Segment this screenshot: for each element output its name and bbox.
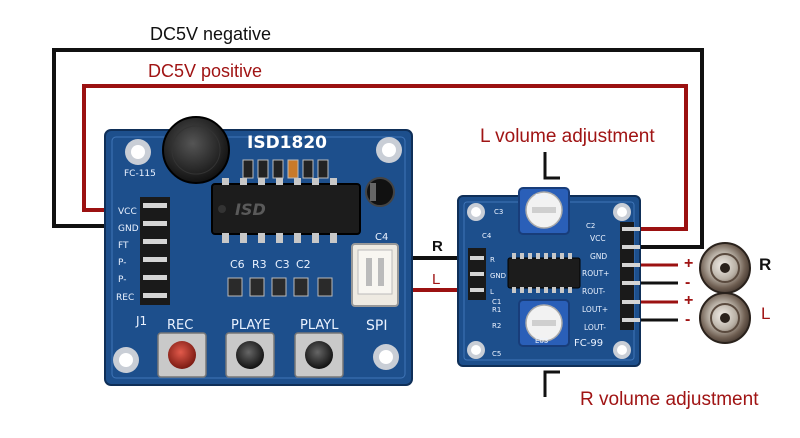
speaker-l-label: L (761, 304, 770, 323)
comp-c4: C4 (375, 232, 388, 243)
mounting-hole-icon (125, 139, 151, 165)
microphone-icon (162, 116, 230, 184)
amp-ref-c2: C2 (586, 222, 595, 230)
isd-pin-gnd: GND (118, 224, 139, 234)
amp-pin-lout-plus: LOUT+ (582, 305, 608, 314)
speaker-connector (351, 243, 399, 307)
comp-c2: C2 (296, 258, 311, 271)
amp-ref-c4: C4 (482, 232, 492, 240)
isd-pin-ft: FT (118, 241, 129, 251)
l-volume-pointer (543, 152, 560, 180)
isd-pin-p1: P- (118, 258, 126, 268)
comp-c6: C6 (230, 258, 245, 271)
amp-pin-rout-minus: ROUT- (582, 287, 605, 296)
amp-in-gnd: GND (490, 272, 506, 280)
rec-button[interactable] (157, 332, 207, 378)
isd-pin-p2: P- (118, 275, 126, 285)
positive-wire (82, 84, 688, 231)
isd-pin-vcc: VCC (118, 207, 137, 217)
speaker-r-icon (699, 242, 751, 294)
mounting-hole-icon (467, 203, 485, 221)
amp-in-l: L (490, 288, 494, 296)
isd-chip-marking: ISD (235, 200, 266, 219)
isd-spi-label: SPI (366, 318, 387, 334)
amp-ref-c3: C3 (494, 208, 503, 216)
amp-pin-lout-minus: LOUT- (584, 323, 606, 332)
mounting-hole-icon (613, 341, 631, 359)
chip-pins (222, 178, 337, 243)
isd-chip: ISD (211, 183, 361, 235)
playe-button[interactable] (225, 332, 275, 378)
r-pot-label: E03 (535, 337, 548, 345)
isd-pin-rec: REC (116, 293, 134, 303)
amp-ref-c5: C5 (492, 350, 501, 358)
r-volume-potentiometer[interactable] (518, 299, 570, 347)
mounting-hole-icon (376, 137, 402, 163)
r-volume-label: R volume adjustment (580, 389, 759, 410)
amp-input-header (468, 248, 486, 300)
mounting-hole-icon (467, 341, 485, 359)
amp-pin-rout-plus: ROUT+ (582, 269, 609, 278)
lout-minus-sign: - (685, 311, 690, 328)
smd-row (227, 277, 333, 297)
amp-ref-r2: R2 (492, 322, 501, 330)
l-volume-label: L volume adjustment (480, 126, 655, 147)
playl-button[interactable] (294, 332, 344, 378)
isd1820-board: ISD1820 FC-115 ISD (104, 116, 413, 386)
amp-ref-c1: C1 (492, 298, 501, 306)
amp-in-r: R (490, 256, 495, 264)
isd-model: FC-115 (124, 169, 156, 179)
comp-r3: R3 (252, 258, 267, 271)
amp-chip (507, 253, 581, 293)
rout-plus-sign: + (684, 255, 693, 272)
amp-ref-r1: R1 (492, 306, 501, 314)
amp-output-header (620, 222, 640, 330)
amp-model: FC-99 (574, 338, 603, 349)
r-channel-label: R (432, 238, 443, 255)
button-label-playe: PLAYE (231, 318, 270, 333)
amplifier-board: R GND L E03 E03 (457, 187, 641, 367)
pin-header-j1 (140, 197, 170, 305)
capacitor-icon (365, 177, 395, 207)
amp-pin-vcc: VCC (590, 234, 606, 243)
isd-chip-name: ISD1820 (247, 133, 327, 153)
r-volume-pointer (543, 370, 560, 397)
l-channel-label: L (432, 271, 440, 288)
isd-header-label: J1 (135, 314, 147, 328)
mounting-hole-icon (613, 203, 631, 221)
dc-positive-label: DC5V positive (148, 61, 262, 81)
smd-components (242, 159, 329, 179)
lout-plus-sign: + (684, 292, 693, 309)
dc-negative-label: DC5V negative (150, 24, 271, 44)
comp-c3: C3 (275, 258, 290, 271)
negative-wire (52, 48, 704, 249)
rout-minus-sign: - (685, 274, 690, 291)
button-label-rec: REC (167, 318, 193, 333)
mounting-hole-icon (373, 344, 399, 370)
amp-pin-gnd: GND (590, 252, 607, 261)
button-label-playl: PLAYL (300, 318, 339, 333)
l-pot-label: E03 (535, 193, 548, 201)
speaker-r-label: R (759, 255, 771, 274)
l-volume-potentiometer[interactable] (518, 187, 570, 235)
speaker-l-icon (699, 292, 751, 344)
mounting-hole-icon (113, 347, 139, 373)
